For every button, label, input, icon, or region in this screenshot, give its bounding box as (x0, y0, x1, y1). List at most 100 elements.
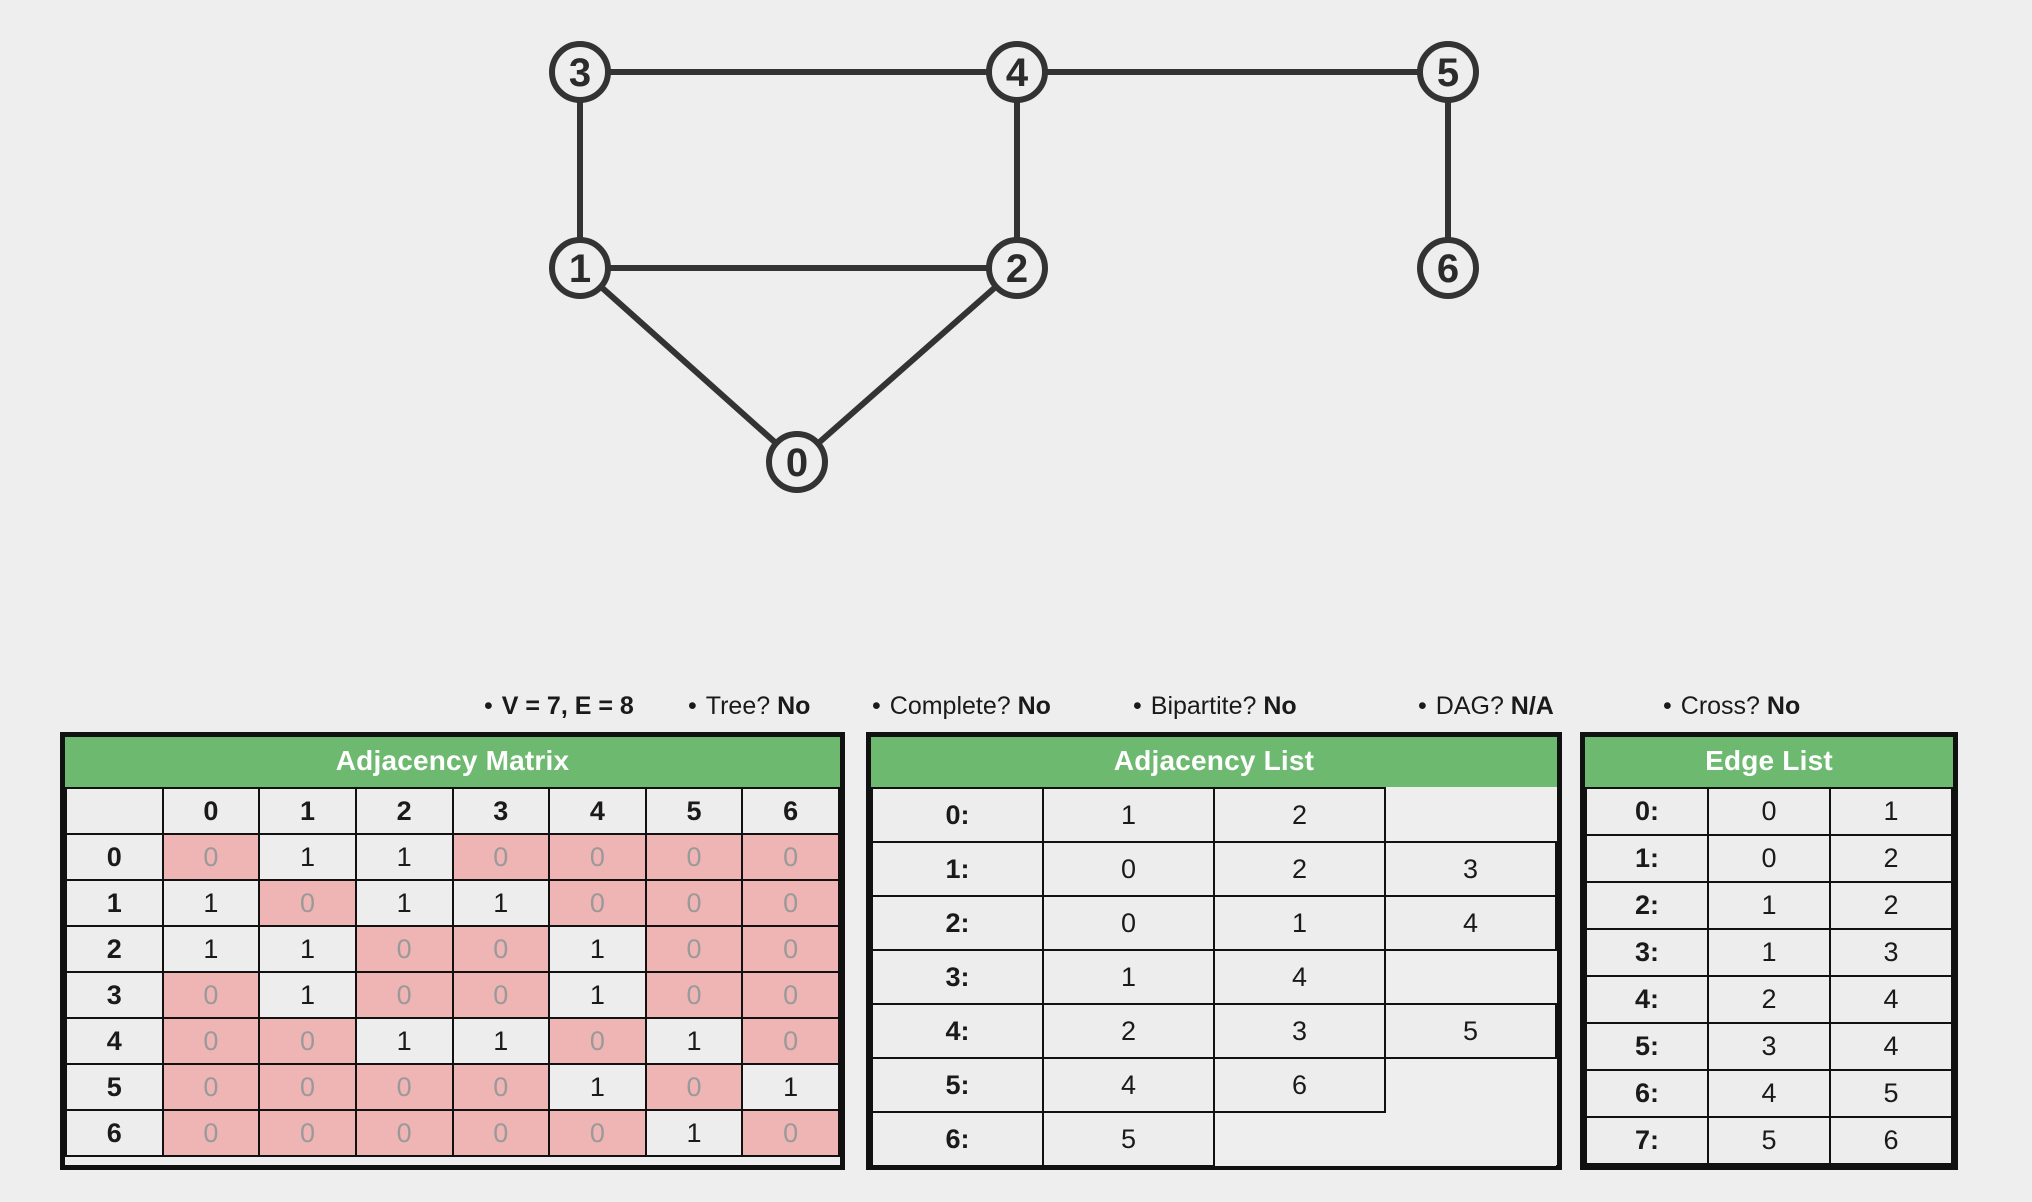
stat-item-2: • Complete? No (872, 692, 1051, 721)
edge-list-v-7: 6 (1829, 1116, 1953, 1165)
graph-node-3[interactable]: 3 (549, 41, 611, 103)
stat-text-2: Complete? No (890, 692, 1051, 721)
edge-list-index-7: 7: (1585, 1116, 1709, 1165)
graph-node-2[interactable]: 2 (986, 237, 1048, 299)
stat-value: No (1017, 691, 1051, 720)
matrix-cell-4-5: 1 (644, 1017, 744, 1065)
matrix-cell-4-3: 1 (451, 1017, 551, 1065)
stat-item-0: • V = 7, E = 8 (484, 692, 634, 721)
graph-node-circle-3 (549, 41, 611, 103)
matrix-cell-2-5: 0 (644, 925, 744, 973)
edge-list-index-6: 6: (1585, 1069, 1709, 1118)
matrix-row-header-5: 5 (65, 1063, 164, 1111)
matrix-cell-1-3: 1 (451, 879, 551, 927)
adjacency-list-neighbor-2-1: 1 (1213, 895, 1386, 951)
matrix-cell-3-6: 0 (741, 971, 840, 1019)
matrix-row-header-2: 2 (65, 925, 164, 973)
graph-edge-1-0 (597, 283, 780, 447)
stat-text-1: Tree? No (706, 692, 811, 721)
edge-list-v-6: 5 (1829, 1069, 1953, 1118)
bullet-icon: • (1663, 691, 1672, 720)
stat-label: Cross? (1680, 691, 1767, 720)
matrix-cell-1-2: 1 (354, 879, 454, 927)
matrix-cell-4-0: 0 (161, 1017, 261, 1065)
graph-node-5[interactable]: 5 (1417, 41, 1479, 103)
adjacency-list-neighbor-5-0: 4 (1042, 1057, 1215, 1113)
graph-node-circle-2 (986, 237, 1048, 299)
stat-text-5: Cross? No (1681, 692, 1800, 721)
edge-list-index-4: 4: (1585, 975, 1709, 1024)
stat-text-4: DAG? N/A (1436, 692, 1554, 721)
edge-list-u-1: 0 (1707, 834, 1831, 883)
matrix-cell-4-1: 0 (258, 1017, 357, 1065)
edge-list-u-2: 1 (1707, 881, 1831, 930)
matrix-cell-2-0: 1 (161, 925, 261, 973)
stat-value: No (777, 691, 811, 720)
graph-node-label-2: 2 (1006, 247, 1028, 291)
matrix-cell-5-2: 0 (354, 1063, 454, 1111)
matrix-cell-6-1: 0 (258, 1109, 357, 1157)
graph-node-label-4: 4 (1006, 51, 1029, 95)
matrix-row-header-0: 0 (65, 833, 164, 881)
bullet-icon: • (1133, 691, 1142, 720)
matrix-cell-0-1: 1 (258, 833, 357, 881)
bullet-icon: • (484, 691, 493, 720)
matrix-cell-4-2: 1 (354, 1017, 454, 1065)
matrix-cell-6-4: 0 (548, 1109, 647, 1157)
adjacency-list-neighbor-4-0: 2 (1042, 1003, 1215, 1059)
matrix-row-header-3: 3 (65, 971, 164, 1019)
edge-list-u-0: 0 (1707, 787, 1831, 836)
graph-edge-0-2 (814, 282, 1000, 448)
graph-node-6[interactable]: 6 (1417, 237, 1479, 299)
adjacency-list-row: 6:5 (871, 1111, 1556, 1167)
matrix-cell-0-2: 1 (354, 833, 454, 881)
stat-text-0: V = 7, E = 8 (501, 691, 634, 720)
stat-item-3: • Bipartite? No (1133, 692, 1297, 721)
stat-label: Bipartite? (1150, 691, 1264, 720)
stat-text-3: Bipartite? No (1151, 692, 1297, 721)
adjacency-list-neighbor-6-0: 5 (1042, 1111, 1215, 1167)
graph-node-0[interactable]: 0 (766, 431, 828, 493)
matrix-cell-6-5: 1 (644, 1109, 744, 1157)
edge-list-v-1: 2 (1829, 834, 1953, 883)
matrix-cell-5-3: 0 (451, 1063, 551, 1111)
graph-node-label-0: 0 (786, 441, 808, 485)
graph-stats-row: • V = 7, E = 8 • Tree? No • Complete? No • Bipa… (0, 686, 2032, 726)
matrix-col-header-0: 0 (161, 787, 261, 835)
matrix-cell-0-3: 0 (451, 833, 551, 881)
edge-list-index-0: 0: (1585, 787, 1709, 836)
edge-list-u-4: 2 (1707, 975, 1831, 1024)
stat-value: N/A (1510, 691, 1554, 720)
matrix-cell-3-3: 0 (451, 971, 551, 1019)
graph-node-1[interactable]: 1 (549, 237, 611, 299)
edge-list-v-3: 3 (1829, 928, 1953, 977)
matrix-row-header-1: 1 (65, 879, 164, 927)
graph-node-4[interactable]: 4 (986, 41, 1048, 103)
edge-list-v-0: 1 (1829, 787, 1953, 836)
matrix-corner-cell (65, 787, 164, 835)
stat-value: No (1766, 691, 1801, 720)
matrix-cell-5-5: 0 (644, 1063, 744, 1111)
adjacency-list-neighbor-4-2: 5 (1384, 1003, 1557, 1059)
matrix-cell-0-4: 0 (548, 833, 647, 881)
matrix-col-header-1: 1 (258, 787, 357, 835)
stat-label: Tree? (705, 691, 778, 720)
bullet-icon: • (872, 691, 881, 720)
matrix-cell-0-6: 0 (741, 833, 840, 881)
matrix-cell-2-2: 0 (354, 925, 454, 973)
matrix-cell-1-6: 0 (741, 879, 840, 927)
